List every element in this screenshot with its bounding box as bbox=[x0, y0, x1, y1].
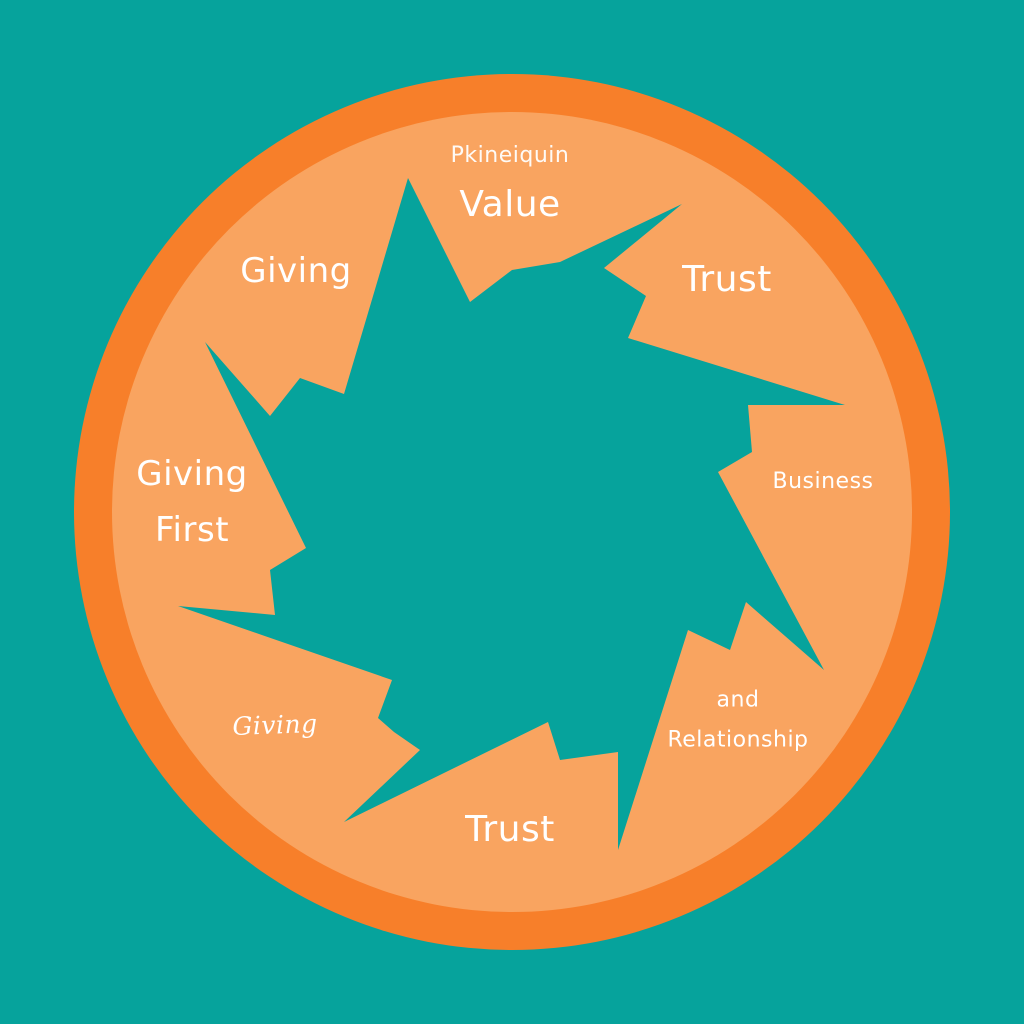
central-void bbox=[178, 178, 845, 850]
business-label: Business bbox=[772, 469, 874, 494]
giving-top-label: Giving bbox=[240, 251, 352, 291]
relationship-label: Relationship bbox=[667, 727, 809, 752]
principles-label: Pkineiquin bbox=[450, 143, 570, 168]
trust-bottom-label: Trust bbox=[465, 809, 555, 850]
and-label: and bbox=[716, 687, 760, 713]
value-label: Value bbox=[459, 184, 561, 225]
giving-first-line1: Giving bbox=[136, 453, 248, 494]
giving-first-label: Giving First bbox=[136, 446, 248, 558]
trust-top-label: Trust bbox=[682, 259, 772, 300]
giving-first-line2: First bbox=[154, 510, 230, 550]
giving-script-label: Giving bbox=[231, 709, 319, 741]
and-relationship-label: and Relationship bbox=[667, 680, 808, 759]
